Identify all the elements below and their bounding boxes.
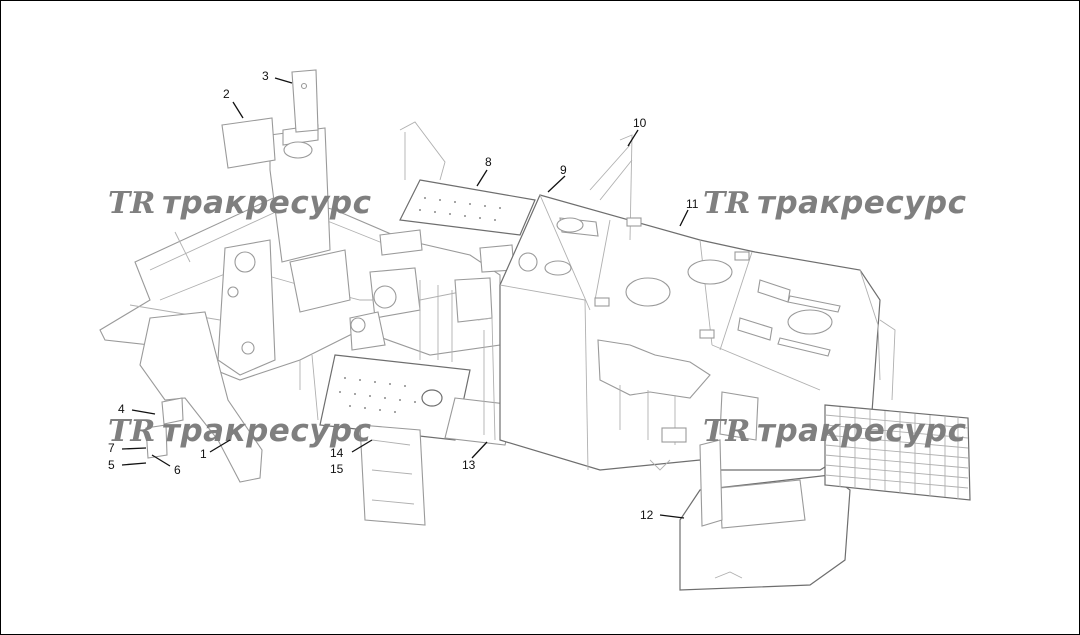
engine-hood-body bbox=[499, 134, 896, 471]
watermark-top-left: TR тракресурс bbox=[108, 185, 372, 221]
svg-text:TR: TR bbox=[108, 186, 155, 221]
deck-platform bbox=[311, 121, 536, 526]
callout-3: 3 bbox=[262, 69, 269, 83]
callout-9: 9 bbox=[560, 163, 567, 177]
callout-12: 12 bbox=[640, 508, 654, 522]
callout-4: 4 bbox=[118, 402, 125, 416]
callout-13: 13 bbox=[462, 458, 476, 472]
callout-7: 7 bbox=[108, 441, 115, 455]
watermark-text: тракресурс bbox=[162, 185, 372, 221]
callout-5: 5 bbox=[108, 458, 115, 472]
callouts: 3 2 8 9 10 11 4 7 5 6 1 14 15 13 12 bbox=[108, 69, 699, 522]
watermark-text: тракресурс bbox=[757, 185, 967, 221]
svg-text:TR: TR bbox=[703, 186, 750, 221]
callout-10: 10 bbox=[633, 116, 647, 130]
watermark-top-right: TR тракресурс bbox=[703, 185, 967, 221]
watermark-bottom-right: TR тракресурс bbox=[703, 413, 967, 449]
rear-panel-part-2 bbox=[221, 117, 276, 169]
grille-mesh bbox=[824, 404, 971, 501]
watermark-text: тракресурс bbox=[162, 413, 372, 449]
side-panel-part-1 bbox=[139, 311, 263, 483]
callout-2: 2 bbox=[223, 87, 230, 101]
watermark-text: тракресурс bbox=[757, 413, 967, 449]
callout-1: 1 bbox=[200, 447, 207, 461]
plate-part-6 bbox=[145, 424, 168, 459]
callout-11: 11 bbox=[686, 197, 699, 211]
bracket-part-4 bbox=[161, 397, 184, 425]
callout-8: 8 bbox=[485, 155, 492, 169]
callout-15: 15 bbox=[330, 462, 344, 476]
watermark-bottom-left: TR тракресурс bbox=[108, 413, 372, 449]
callout-6: 6 bbox=[174, 463, 181, 477]
bracket-part-3 bbox=[291, 69, 319, 133]
svg-text:TR: TR bbox=[108, 414, 155, 449]
callout-14: 14 bbox=[330, 446, 344, 460]
svg-text:TR: TR bbox=[703, 414, 750, 449]
